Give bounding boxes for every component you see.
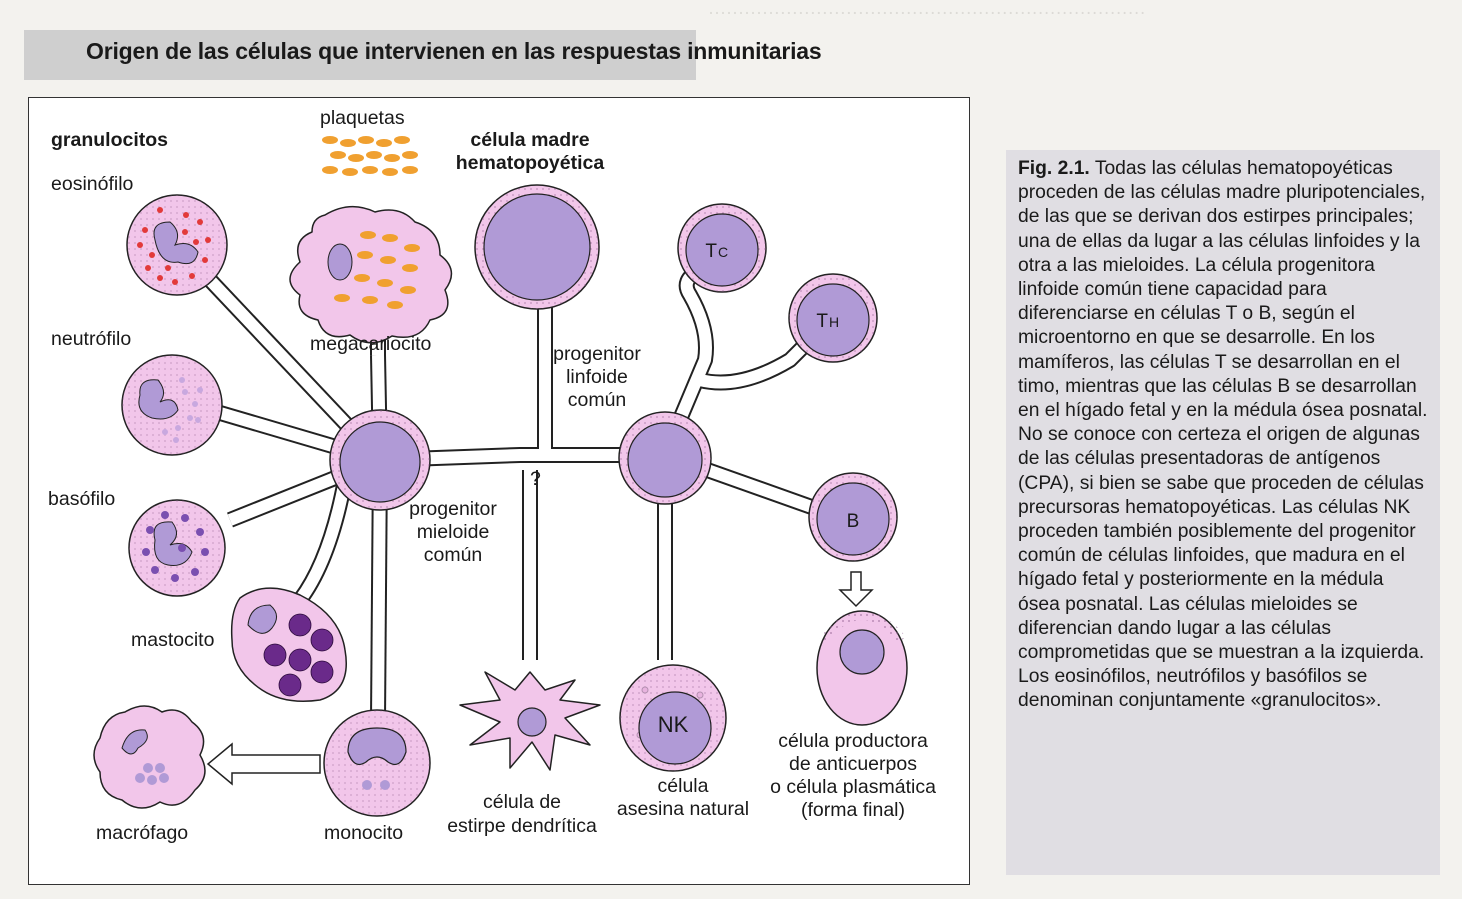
label-tc-sub: C (718, 244, 728, 260)
plasma-cell (816, 610, 908, 726)
dendritic-cell (459, 671, 601, 771)
label-question-mark: ? (530, 468, 541, 490)
mast-cell (230, 587, 347, 702)
caption-fig-label: Fig. 2.1. (1018, 158, 1090, 179)
label-th-main: T (816, 311, 828, 332)
label-macrofago: macrófago (96, 822, 188, 844)
label-plasmatica-3: o célula plasmática (770, 776, 936, 798)
label-progenitor-mieloide-3: común (424, 544, 483, 566)
label-dendritica-2: estirpe dendrítica (447, 815, 597, 837)
tc-cell (677, 203, 767, 293)
label-plaquetas: plaquetas (320, 107, 405, 129)
nk-cell (619, 664, 727, 772)
label-dendritica-1: célula de (483, 791, 561, 813)
label-progenitor-mieloide-1: progenitor (409, 498, 497, 520)
label-progenitor-linfoide-3: común (568, 389, 627, 411)
label-progenitor-mieloide-2: mieloide (417, 521, 490, 543)
label-celula-madre-1: célula madre (470, 129, 589, 151)
label-b-cell: B (847, 511, 860, 532)
label-progenitor-linfoide-2: linfoide (566, 366, 628, 388)
label-nk-cell: NK (658, 712, 689, 737)
b-cell (808, 472, 898, 562)
label-megacariocito: megacariocito (310, 333, 432, 355)
th-cell (788, 273, 878, 363)
label-basofilo: basófilo (48, 488, 115, 510)
page-title: Origen de las células que intervienen en… (86, 38, 822, 64)
label-plasmatica-4: (forma final) (801, 799, 905, 821)
arrow-b-to-plasma-cell (838, 571, 874, 608)
arrow-monocyte-to-macrophage (206, 742, 321, 786)
label-plasmatica-2: de anticuerpos (789, 753, 917, 775)
caption-body: Todas las células hematopoyéticas proced… (1018, 158, 1428, 712)
label-mastocito: mastocito (131, 629, 215, 651)
caption-box (1006, 150, 1440, 875)
platelets (322, 136, 418, 176)
eosinophil-cell (126, 194, 228, 296)
label-plasmatica-1: célula productora (778, 730, 928, 752)
basophil-cell (128, 499, 226, 597)
label-nk-2: asesina natural (617, 798, 749, 820)
label-th-sub: H (829, 314, 839, 330)
label-granulocitos: granulocitos (51, 129, 168, 151)
lymphoid-progenitor-cell (618, 411, 712, 505)
label-neutrofilo: neutrófilo (51, 328, 131, 350)
label-eosinofilo: eosinófilo (51, 173, 134, 195)
monocyte-cell (323, 709, 431, 817)
neutrophil-cell (121, 354, 223, 456)
hematopoietic-stem-cell (474, 184, 600, 310)
label-tc-main: T (705, 241, 717, 262)
label-monocito: monocito (324, 822, 403, 844)
title-bar (24, 30, 696, 80)
myeloid-progenitor-cell (329, 409, 431, 511)
megakaryocyte-cell (289, 206, 453, 344)
label-progenitor-linfoide-1: progenitor (553, 343, 641, 365)
label-nk-1: célula (658, 775, 709, 797)
figure-caption: Fig. 2.1. Todas las células hematopoyéti… (1018, 157, 1428, 714)
label-celula-madre-2: hematopoyética (456, 152, 605, 174)
macrophage-cell (93, 705, 206, 809)
